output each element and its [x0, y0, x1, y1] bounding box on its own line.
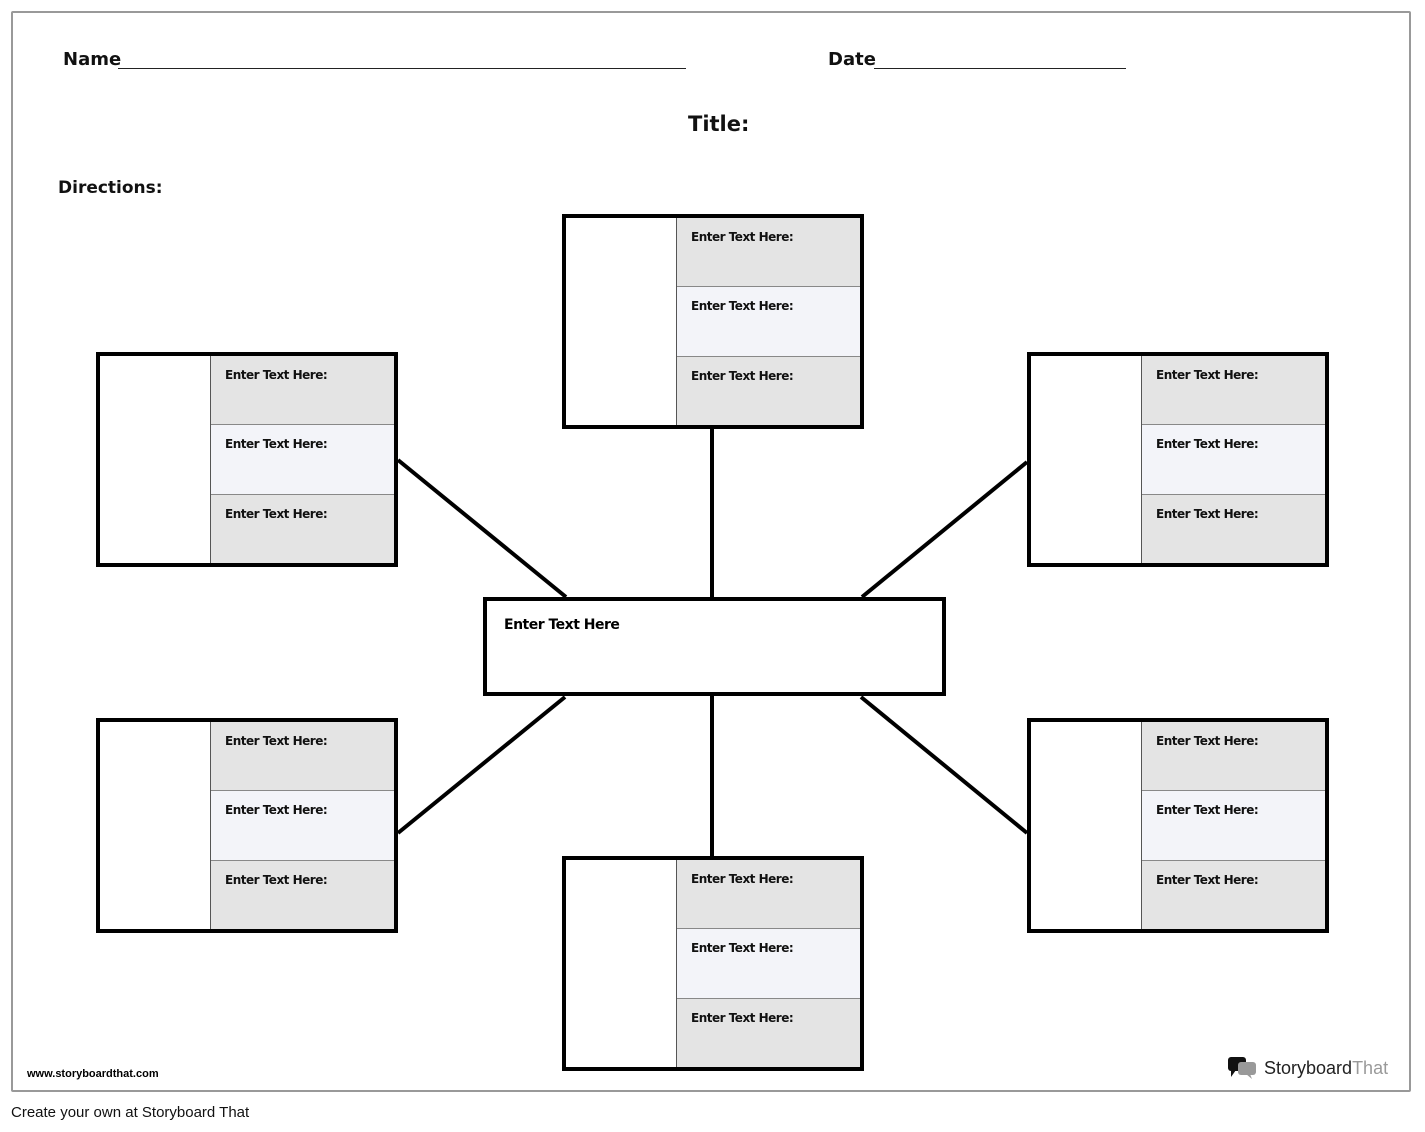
text-cell[interactable]: Enter Text Here: — [1142, 425, 1325, 495]
text-cell[interactable]: Enter Text Here: — [1142, 722, 1325, 792]
connector-lower-right — [859, 695, 1029, 835]
box-upper-left: Enter Text Here:Enter Text Here:Enter Te… — [96, 352, 398, 567]
text-cell[interactable]: Enter Text Here: — [677, 287, 860, 357]
box-upper-right: Enter Text Here:Enter Text Here:Enter Te… — [1027, 352, 1329, 567]
create-your-own-link[interactable]: Create your own at Storyboard That — [11, 1104, 250, 1121]
logo-text-that: That — [1352, 1057, 1389, 1078]
logo-text-storyboard: Storyboard — [1264, 1057, 1353, 1078]
connector-upper-left — [396, 458, 568, 599]
box-lower-right: Enter Text Here:Enter Text Here:Enter Te… — [1027, 718, 1329, 933]
image-cell[interactable] — [566, 218, 677, 425]
image-cell[interactable] — [566, 860, 677, 1067]
date-field[interactable] — [874, 68, 1126, 69]
worksheet-frame — [11, 11, 1411, 1092]
text-cell[interactable]: Enter Text Here: — [677, 929, 860, 999]
text-cell[interactable]: Enter Text Here: — [677, 356, 860, 425]
text-cell[interactable]: Enter Text Here: — [211, 494, 394, 563]
speech-bubbles-icon — [1228, 1057, 1256, 1079]
text-cell[interactable]: Enter Text Here: — [211, 425, 394, 495]
text-cell[interactable]: Enter Text Here: — [211, 860, 394, 929]
connector-upper-right — [860, 460, 1029, 599]
name-label: Name — [63, 49, 122, 70]
box-lower-left: Enter Text Here:Enter Text Here:Enter Te… — [96, 718, 398, 933]
directions-label: Directions: — [58, 178, 163, 198]
box-bottom: Enter Text Here:Enter Text Here:Enter Te… — [562, 856, 864, 1071]
image-cell[interactable] — [1031, 722, 1142, 929]
text-cell[interactable]: Enter Text Here: — [211, 356, 394, 426]
image-cell[interactable] — [100, 722, 211, 929]
image-cell[interactable] — [1031, 356, 1142, 563]
storyboardthat-logo: StoryboardThat — [1228, 1056, 1388, 1080]
text-cell[interactable]: Enter Text Here: — [1142, 791, 1325, 861]
image-cell[interactable] — [100, 356, 211, 563]
title-label: Title: — [688, 112, 750, 136]
text-cell[interactable]: Enter Text Here: — [677, 218, 860, 288]
text-cell[interactable]: Enter Text Here: — [677, 860, 860, 930]
text-cell[interactable]: Enter Text Here: — [1142, 494, 1325, 563]
date-label: Date — [828, 49, 876, 70]
box-top: Enter Text Here:Enter Text Here:Enter Te… — [562, 214, 864, 429]
text-cell[interactable]: Enter Text Here: — [1142, 860, 1325, 929]
text-cell[interactable]: Enter Text Here: — [1142, 356, 1325, 426]
connector-lower-left — [396, 695, 567, 835]
footer-url: www.storyboardthat.com — [27, 1068, 159, 1080]
center-topic-box[interactable]: Enter Text Here — [483, 597, 946, 696]
name-field[interactable] — [118, 68, 686, 69]
text-cell[interactable]: Enter Text Here: — [677, 998, 860, 1067]
text-cell[interactable]: Enter Text Here: — [211, 722, 394, 792]
text-cell[interactable]: Enter Text Here: — [211, 791, 394, 861]
